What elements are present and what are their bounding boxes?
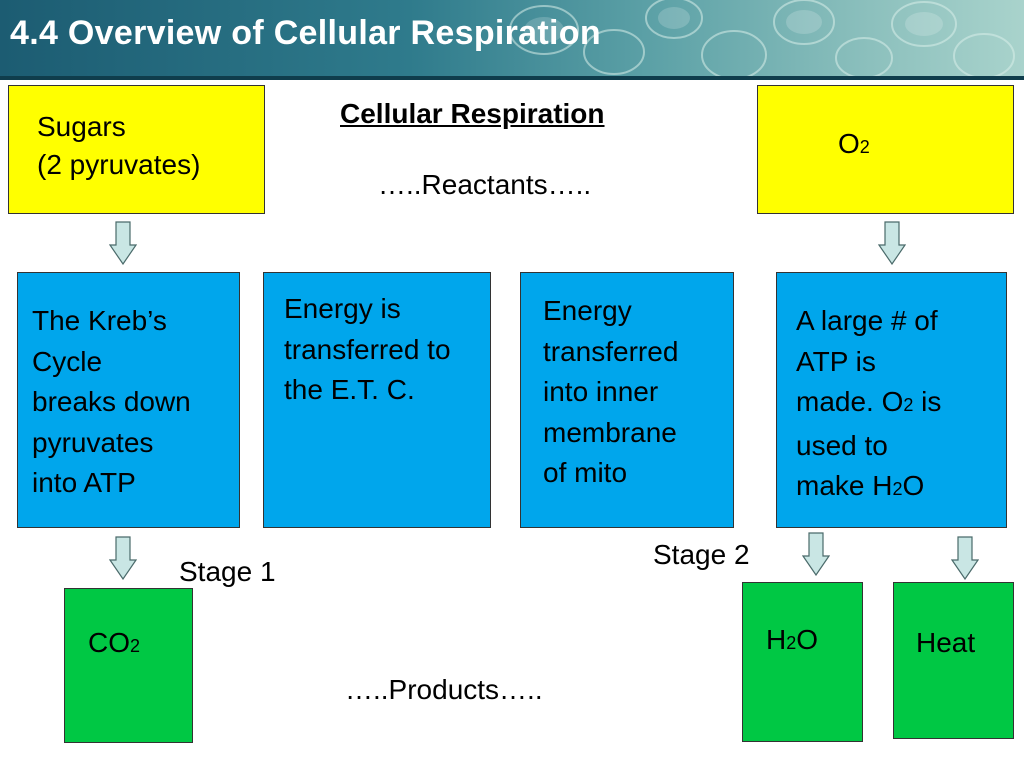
krebs-line: Cycle bbox=[32, 345, 103, 377]
oxygen-text: O2 bbox=[838, 124, 870, 167]
slide-title: 4.4 Overview of Cellular Respiration bbox=[10, 14, 601, 52]
heat-box: Heat bbox=[893, 582, 1014, 739]
products-label: …..Products….. bbox=[345, 674, 543, 705]
h2o-post: O bbox=[796, 624, 819, 655]
energy-membrane-line: membrane bbox=[543, 416, 677, 448]
diagram-heading: Cellular Respiration bbox=[340, 98, 605, 129]
sugars-box: Sugars (2 pyruvates) bbox=[8, 85, 265, 214]
oxygen-subscript: 2 bbox=[859, 137, 870, 157]
krebs-line: pyruvates bbox=[32, 426, 154, 458]
atp-line1: A large # of bbox=[796, 305, 938, 336]
down-arrow-icon bbox=[109, 536, 137, 580]
co2-main: CO bbox=[88, 627, 130, 658]
energy-etc-line: Energy is bbox=[284, 293, 401, 324]
energy-membrane-line: Energy bbox=[543, 295, 632, 326]
atp-line5: make H2O bbox=[796, 466, 941, 510]
atp-line5-post: O bbox=[902, 470, 925, 501]
h2o-text: H2O bbox=[766, 620, 818, 664]
atp-text: A large # of ATP is made. O2 is used to … bbox=[796, 301, 941, 510]
energy-membrane-box: Energy transferred into inner membrane o… bbox=[520, 272, 734, 528]
krebs-line: The Kreb’s bbox=[32, 305, 167, 336]
krebs-cycle-box: The Kreb’s Cycle breaks down pyruvates i… bbox=[17, 272, 240, 528]
down-arrow-icon bbox=[878, 221, 906, 265]
krebs-text: The Kreb’s Cycle breaks down pyruvates i… bbox=[32, 301, 191, 504]
krebs-line: into ATP bbox=[32, 467, 136, 498]
sugars-line2: (2 pyruvates) bbox=[37, 149, 201, 180]
stage1-label: Stage 1 bbox=[179, 556, 276, 587]
stage2-label: Stage 2 bbox=[653, 539, 750, 570]
slide-header: 4.4 Overview of Cellular Respiration bbox=[0, 0, 1024, 80]
krebs-line: breaks down bbox=[32, 386, 191, 417]
oxygen-main: O bbox=[838, 128, 860, 159]
energy-membrane-line: into inner bbox=[543, 376, 659, 407]
atp-line3-pre: made. O bbox=[796, 386, 904, 417]
atp-line3-subscript: 2 bbox=[903, 395, 914, 415]
h2o-pre: H bbox=[766, 624, 787, 655]
header-band bbox=[0, 76, 1024, 80]
atp-line3-post: is bbox=[913, 386, 942, 417]
co2-text: CO2 bbox=[88, 623, 140, 667]
heat-text: Heat bbox=[916, 627, 976, 658]
atp-line3: made. O2 is bbox=[796, 382, 941, 426]
sugars-line1: Sugars bbox=[37, 111, 126, 142]
energy-etc-line: the E.T. C. bbox=[284, 374, 415, 405]
oxygen-box: O2 bbox=[757, 85, 1014, 214]
down-arrow-icon bbox=[109, 221, 137, 265]
co2-box: CO2 bbox=[64, 588, 193, 743]
down-arrow-icon bbox=[802, 532, 830, 576]
atp-line2: ATP is bbox=[796, 345, 876, 377]
reactants-label: …..Reactants….. bbox=[378, 169, 592, 200]
co2-subscript: 2 bbox=[130, 636, 141, 656]
atp-line4: used to bbox=[796, 429, 888, 461]
down-arrow-icon bbox=[951, 536, 979, 580]
energy-membrane-text: Energy transferred into inner membrane o… bbox=[543, 291, 678, 494]
energy-etc-text: Energy is transferred to the E.T. C. bbox=[284, 289, 451, 411]
atp-line5-subscript: 2 bbox=[892, 479, 903, 499]
energy-etc-line: transferred to bbox=[284, 333, 451, 365]
sugars-text: Sugars (2 pyruvates) bbox=[37, 108, 200, 184]
h2o-box: H2O bbox=[742, 582, 863, 742]
energy-etc-box: Energy is transferred to the E.T. C. bbox=[263, 272, 491, 528]
cell-texture-image bbox=[509, 0, 1015, 80]
energy-membrane-line: transferred bbox=[543, 335, 679, 367]
atp-line5-pre: make H bbox=[796, 470, 893, 501]
atp-production-box: A large # of ATP is made. O2 is used to … bbox=[776, 272, 1007, 528]
energy-membrane-line: of mito bbox=[543, 457, 628, 488]
h2o-subscript: 2 bbox=[786, 633, 797, 653]
